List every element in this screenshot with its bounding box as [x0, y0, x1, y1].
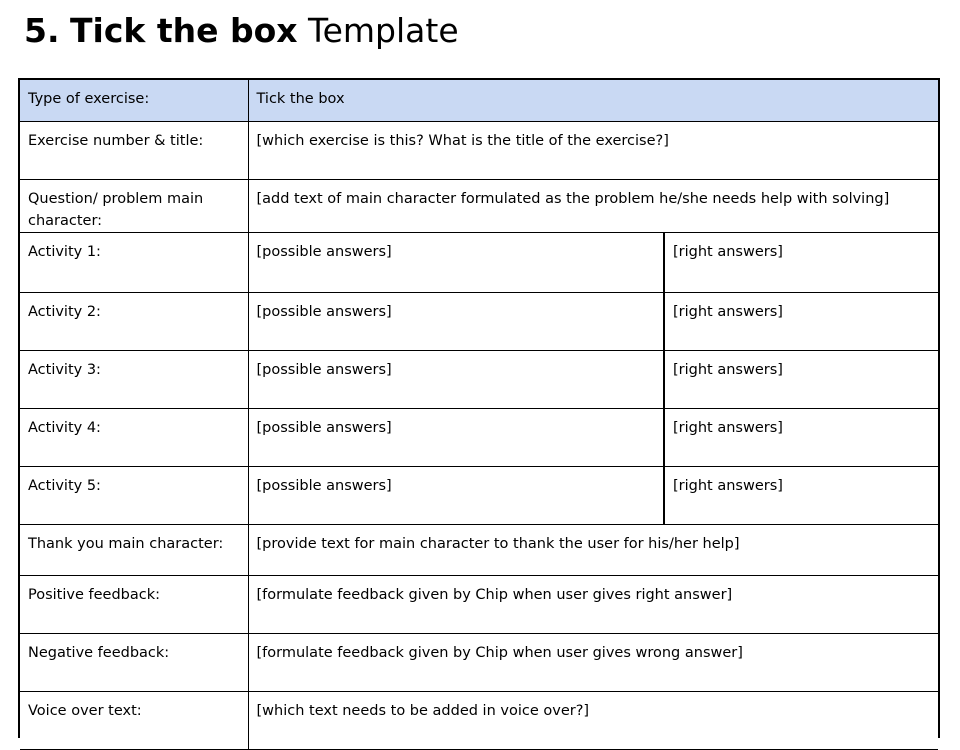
- possible-answers-cell: [possible answers]: [248, 232, 665, 293]
- table-row: Question/ problem main character: [add t…: [20, 179, 939, 233]
- right-answers-cell: [right answers]: [664, 350, 939, 409]
- title-rest: Template: [308, 11, 459, 50]
- row-label: Activity 1:: [20, 232, 249, 293]
- row-value: [provide text for main character to than…: [248, 524, 939, 576]
- row-label: Type of exercise:: [20, 80, 249, 122]
- title-number: 5.: [24, 11, 60, 50]
- right-answers-cell: [right answers]: [664, 466, 939, 525]
- row-label: Exercise number & title:: [20, 121, 249, 180]
- table-row: Voice over text: [which text needs to be…: [20, 691, 939, 750]
- row-label: Question/ problem main character:: [20, 179, 249, 233]
- table-row: Activity 5: [possible answers] [right an…: [20, 466, 939, 525]
- table-row: Activity 1: [possible answers] [right an…: [20, 232, 939, 293]
- template-table-frame: Type of exercise: Tick the box Exercise …: [18, 78, 940, 750]
- table-row: Negative feedback: [formulate feedback g…: [20, 633, 939, 692]
- row-label: Activity 5:: [20, 466, 249, 525]
- row-value: [formulate feedback given by Chip when u…: [248, 633, 939, 692]
- row-label: Thank you main character:: [20, 524, 249, 576]
- row-value: [formulate feedback given by Chip when u…: [248, 575, 939, 634]
- possible-answers-cell: [possible answers]: [248, 466, 665, 525]
- row-value: [add text of main character formulated a…: [248, 179, 939, 233]
- table-row: Thank you main character: [provide text …: [20, 524, 939, 576]
- row-value: [which text needs to be added in voice o…: [248, 691, 939, 750]
- row-label: Negative feedback:: [20, 633, 249, 692]
- right-answers-cell: [right answers]: [664, 408, 939, 467]
- possible-answers-cell: [possible answers]: [248, 350, 665, 409]
- template-table: Type of exercise: Tick the box Exercise …: [20, 80, 939, 750]
- title-bold: Tick the box: [70, 11, 298, 50]
- table-row: Exercise number & title: [which exercise…: [20, 121, 939, 180]
- table-row: Activity 4: [possible answers] [right an…: [20, 408, 939, 467]
- row-value: [which exercise is this? What is the tit…: [248, 121, 939, 180]
- row-label: Activity 3:: [20, 350, 249, 409]
- possible-answers-cell: [possible answers]: [248, 292, 665, 351]
- table-row: Activity 3: [possible answers] [right an…: [20, 350, 939, 409]
- page-title: 5. Tick the box Template: [24, 8, 459, 54]
- row-label: Activity 4:: [20, 408, 249, 467]
- right-answers-cell: [right answers]: [664, 232, 939, 293]
- row-value: Tick the box: [248, 80, 939, 122]
- row-label: Positive feedback:: [20, 575, 249, 634]
- row-label: Activity 2:: [20, 292, 249, 351]
- possible-answers-cell: [possible answers]: [248, 408, 665, 467]
- table-row: Type of exercise: Tick the box: [20, 80, 939, 122]
- table-row: Activity 2: [possible answers] [right an…: [20, 292, 939, 351]
- row-label: Voice over text:: [20, 691, 249, 750]
- right-answers-cell: [right answers]: [664, 292, 939, 351]
- table-row: Positive feedback: [formulate feedback g…: [20, 575, 939, 634]
